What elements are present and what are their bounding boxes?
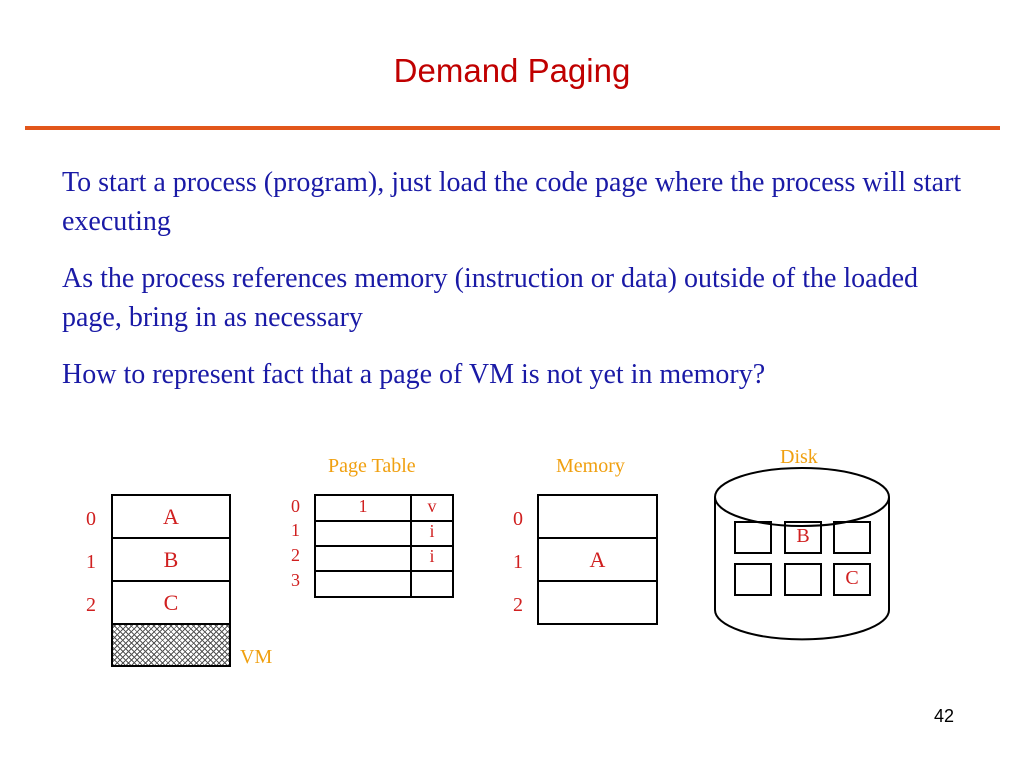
vm-unused-page — [111, 623, 231, 667]
page-table-valid-bit: i — [429, 546, 435, 566]
vm-index: 2 — [86, 594, 96, 616]
page-table-index: 0 — [291, 496, 300, 516]
page-table-index: 3 — [291, 570, 300, 590]
vm-index: 1 — [86, 551, 96, 573]
disk-cylinder-icon — [714, 467, 890, 641]
memory-index: 0 — [513, 508, 523, 530]
page-table-valid-bit: v — [427, 496, 437, 516]
page-table-index: 1 — [291, 520, 300, 540]
vm-page: B — [111, 537, 231, 582]
vm-label: VM — [240, 646, 273, 668]
bullet-list: To start a process (program), just load … — [62, 163, 982, 412]
memory-label: Memory — [556, 455, 625, 477]
bullet-item: As the process references memory (instru… — [62, 263, 919, 333]
disk-block — [734, 521, 772, 554]
disk-block — [833, 521, 871, 554]
page-table-grid: 1 v i i — [314, 494, 454, 598]
disk-block: C — [833, 563, 871, 596]
disk-block — [784, 563, 822, 596]
memory-index: 1 — [513, 551, 523, 573]
memory-frame — [537, 494, 658, 539]
page-table-valid-bit: i — [429, 521, 435, 541]
disk-block: B — [784, 521, 822, 554]
bullet-item: How to represent fact that a page of VM … — [62, 359, 766, 390]
page-table-index: 2 — [291, 545, 300, 565]
page-table-frame: 1 — [358, 496, 368, 516]
disk-label: Disk — [780, 446, 818, 468]
memory-frame — [537, 580, 658, 625]
vm-page: A — [111, 494, 231, 539]
bullet-item: To start a process (program), just load … — [62, 167, 962, 237]
page-number: 42 — [933, 706, 954, 726]
slide-title: Demand Paging — [393, 52, 631, 89]
disk-block — [734, 563, 772, 596]
memory-index: 2 — [513, 594, 523, 616]
title-rule — [25, 126, 1000, 130]
page-table-label: Page Table — [328, 455, 416, 477]
vm-index: 0 — [86, 508, 96, 530]
memory-frame: A — [537, 537, 658, 582]
vm-page: C — [111, 580, 231, 625]
